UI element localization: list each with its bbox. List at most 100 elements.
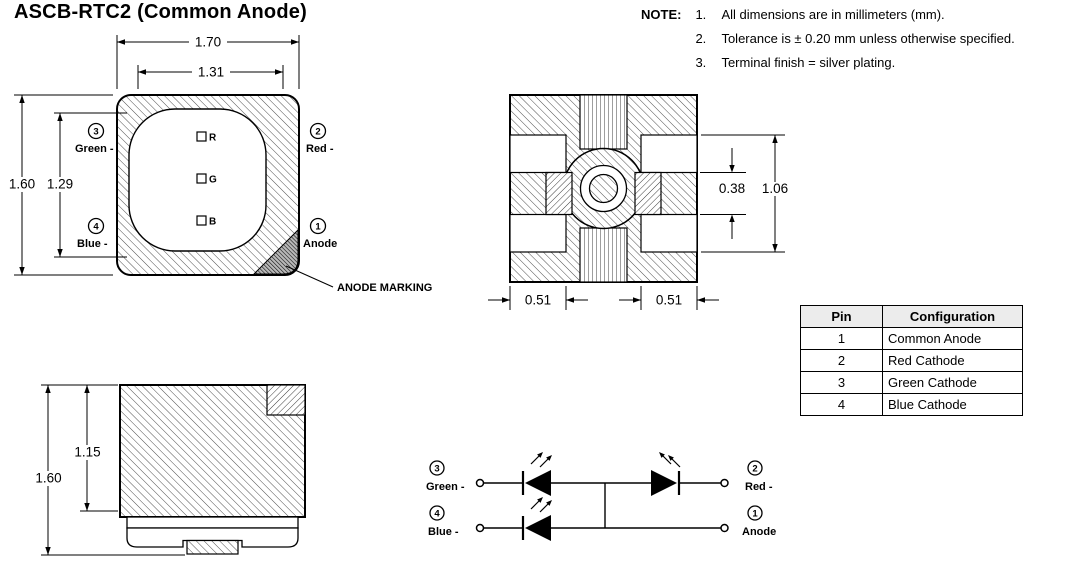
note-item-3: 3. Terminal finish = silver plating. [695,55,1014,70]
dim-text-mask [43,177,77,192]
terminal-anode [720,523,729,533]
dim-outer-height: 1.60 [9,177,35,192]
blue-led-symbol [521,497,552,541]
arrowhead [57,249,63,257]
arrowhead [633,297,641,303]
schematic-pin-red: 2 Red - [745,460,773,493]
pin-green-label: Green - [75,143,114,155]
schematic-pin-blue-number: 4 [434,509,440,520]
schematic-wires [483,482,721,529]
pin-anode-label: Anode [303,238,337,250]
chip-red-label: R [209,133,217,144]
arrowhead [138,69,146,75]
lead-feet [126,527,299,548]
dim-text-mask [192,64,230,79]
pin-number-cell: 4 [800,393,883,416]
terminal-green [475,478,485,488]
top-view-drawing: 1.70 1.31 R G B [5,34,432,294]
dim-pad-width-left: 0.51 [525,293,551,308]
arrowhead [291,39,299,45]
schematic-pin-green-number: 3 [434,464,439,475]
pin-anode-number: 1 [315,222,321,233]
arrowhead [566,297,574,303]
schematic-pin-blue-label: Blue - [428,526,459,538]
chip-red [196,131,207,142]
pin-config-cell: Green Cathode [882,371,1023,394]
dim-pad-span: 1.06 [762,181,788,196]
notes-label: NOTE: [641,7,682,22]
note-text: Tolerance is ± 0.20 mm unless otherwise … [721,31,1015,46]
chip-blue-label: B [209,217,216,228]
emission-arrow [539,500,552,513]
page-title: ASCB-RTC2 (Common Anode) [14,1,307,23]
pin-table-header-config: Configuration [882,305,1023,328]
emission-arrow [530,452,543,465]
schematic-pin-red-number: 2 [752,464,757,475]
chip-green-label: G [209,175,217,186]
dim-total-height-lines [41,384,185,556]
green-led-symbol [521,452,552,496]
pin-table-header-row: Pin Configuration [800,305,1023,328]
dim-text-mask [32,471,65,486]
terminal-red [720,478,729,488]
arrowhead [19,267,25,275]
schematic-pin-blue: 4 Blue - [428,505,459,538]
side-top-notch [266,384,306,416]
pin-table-row-1: 1 Common Anode [800,327,1023,350]
pin-config-cell: Blue Cathode [882,393,1023,416]
schematic-pin-green: 3 Green - [426,460,465,493]
note-number: 3. [695,55,707,70]
pin-red-number: 2 [315,127,320,138]
strip-right [634,171,662,216]
pin-number-cell: 2 [800,349,883,372]
arrowhead [84,503,90,511]
center-lead-tab [186,539,239,555]
note-item-1: 1. All dimensions are in millimeters (mm… [695,7,1014,22]
schematic-pin-red-label: Red - [745,481,773,493]
center-column-top [579,94,628,150]
arrowhead [45,547,51,555]
pin-callout-blue: 4 Blue - [77,217,108,250]
schematic-pin-anode-number: 1 [752,509,758,520]
bottom-view-drawing: 0.38 1.06 0.51 0.51 [488,94,792,310]
anode-marking-label: ANODE MARKING [337,282,432,294]
schematic-pin-green-label: Green - [426,481,465,493]
arrowhead [57,113,63,121]
chip-green [196,173,207,184]
dim-pad-gap: 0.38 [719,181,745,196]
dim-text-mask [758,182,792,196]
pin-table-header-pin: Pin [800,305,883,328]
arrowhead [275,69,283,75]
pin-number-cell: 3 [800,371,883,394]
arrowhead [19,95,25,103]
pin-red-label: Red - [306,143,334,155]
arrowhead [84,385,90,393]
emission-arrow [668,455,681,468]
dim-total-height: 1.60 [35,471,61,486]
pin-config-cell: Red Cathode [882,349,1023,372]
anode-marking-leader [285,265,334,288]
arrowhead [502,297,510,303]
dim-pad-width-lines [488,286,719,310]
pin-table-row-3: 3 Green Cathode [800,371,1023,394]
center-column-bottom [579,227,628,283]
note-number: 1. [695,7,707,22]
terminal-blue [475,523,485,533]
arrowhead [772,244,778,252]
pad-right-top [640,134,698,174]
pad-left-bottom [509,213,567,253]
emission-arrow [659,452,672,465]
dim-text-mask [5,177,39,192]
arrowhead [729,214,735,222]
dim-inner-height: 1.29 [47,177,73,192]
arrowhead [45,385,51,393]
pin-table-row-2: 2 Red Cathode [800,349,1023,372]
notes: NOTE: 1. All dimensions are in millimete… [641,7,1015,70]
arrowhead [729,165,735,173]
note-number: 2. [695,31,707,46]
dim-outer-width: 1.70 [195,35,221,50]
note-text: All dimensions are in millimeters (mm). [721,7,945,22]
emission-arrow [539,455,552,468]
lead-strip [126,516,299,529]
